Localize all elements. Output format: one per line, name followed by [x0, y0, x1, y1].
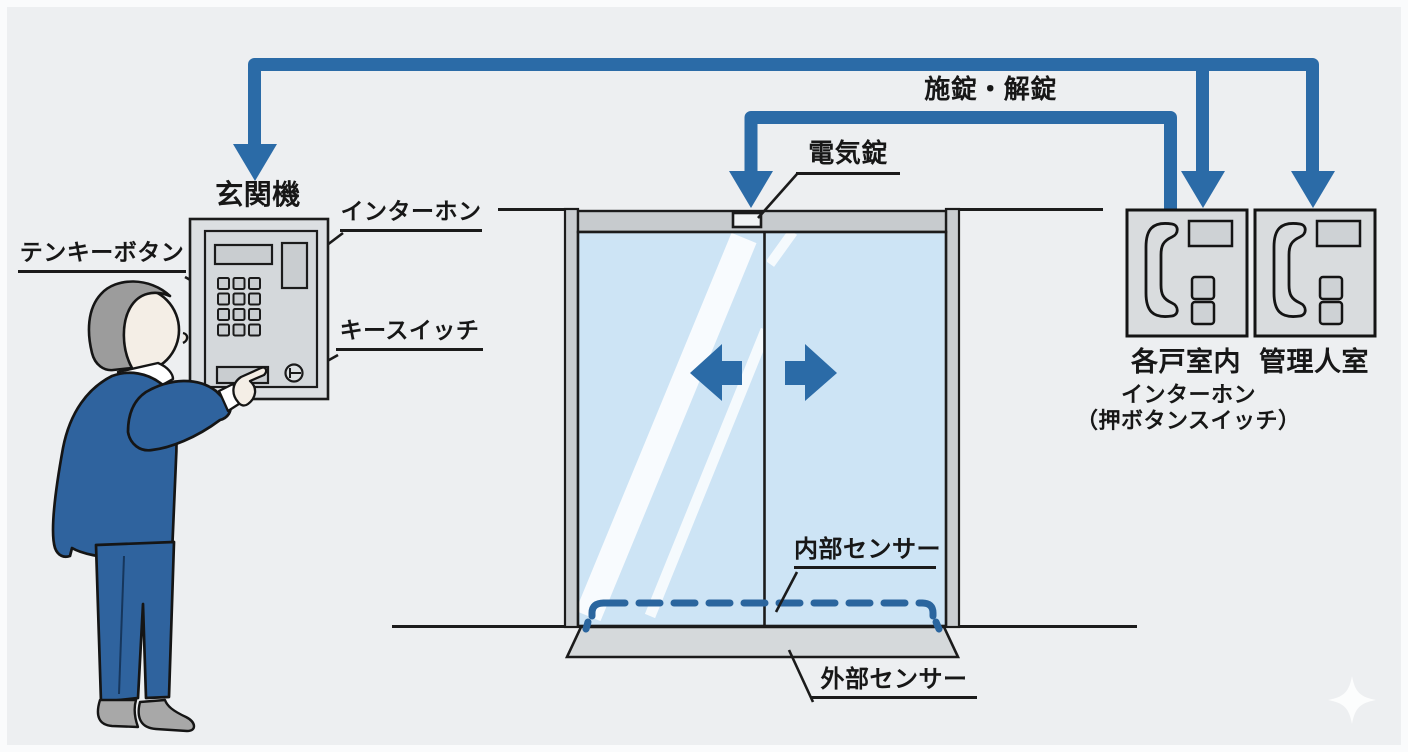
person-shoe-back	[96, 698, 140, 729]
key-switch-icon	[284, 363, 304, 383]
glass-reflection-left	[578, 233, 763, 622]
unit-display	[1315, 219, 1362, 248]
unit-display	[1187, 219, 1234, 248]
glass-reflection-right	[767, 233, 798, 267]
door-frame-left	[563, 207, 580, 629]
arrow-to-electric-lock	[729, 171, 773, 208]
panel-speaker	[280, 241, 309, 290]
person-arm	[126, 379, 232, 452]
right-arrow-icon	[785, 344, 837, 401]
unit-button-1	[1190, 275, 1216, 301]
lock-unlock-label: 施錠・解錠	[924, 75, 1057, 105]
unit-button-2	[1318, 300, 1344, 326]
connector-arrowheads	[233, 144, 1335, 208]
connector-main	[248, 58, 1319, 174]
entrance-station-label: 玄関機	[215, 178, 301, 211]
unit-button-2	[1190, 300, 1216, 326]
indoor-unit-manager	[1253, 208, 1377, 338]
manager-room-label: 管理人室	[1259, 347, 1369, 378]
person-shoe-front	[137, 698, 196, 733]
person-hair	[87, 280, 172, 372]
person-figure	[51, 280, 268, 733]
door-glass	[578, 232, 946, 626]
unit-room-label: 各戸室内	[1131, 347, 1241, 378]
person-pants	[94, 540, 176, 704]
left-arrow-icon	[690, 344, 742, 401]
sparkle-icon	[1328, 676, 1376, 724]
sliding-door	[563, 207, 961, 629]
inner-sensor-label: 内部センサー	[794, 536, 941, 569]
arrow-to-entrance-station	[233, 144, 277, 181]
interphone-label: インターホン	[340, 199, 482, 232]
room-interphone-label: インターホン	[1121, 383, 1257, 408]
arrow-to-manager-room	[1291, 171, 1335, 208]
tenkey-button-label: テンキーボタン	[18, 240, 186, 273]
panel-display	[213, 243, 274, 266]
phone-handset-icon	[1144, 222, 1179, 318]
inner-sensor-dashed-line	[582, 599, 943, 633]
connector-lock	[744, 111, 1177, 212]
unit-button-1	[1318, 275, 1344, 301]
outer-sensor-label: 外部センサー	[811, 666, 977, 699]
connector-lines	[248, 58, 1319, 212]
phone-handset-icon	[1272, 222, 1307, 318]
door-frame-right	[944, 207, 961, 629]
indoor-unit-room	[1125, 208, 1249, 338]
arrow-to-unit-room	[1181, 171, 1225, 208]
electric-lock-label: 電気錠	[796, 139, 900, 176]
key-switch-label: キースイッチ	[336, 318, 483, 351]
keypad-icon	[217, 277, 261, 337]
push-button-switch-label: （押ボタンスイッチ）	[1076, 409, 1301, 434]
person-pointing-hand	[232, 366, 268, 407]
electric-lock-device	[731, 211, 763, 229]
outer-sensor-mat	[564, 625, 961, 659]
